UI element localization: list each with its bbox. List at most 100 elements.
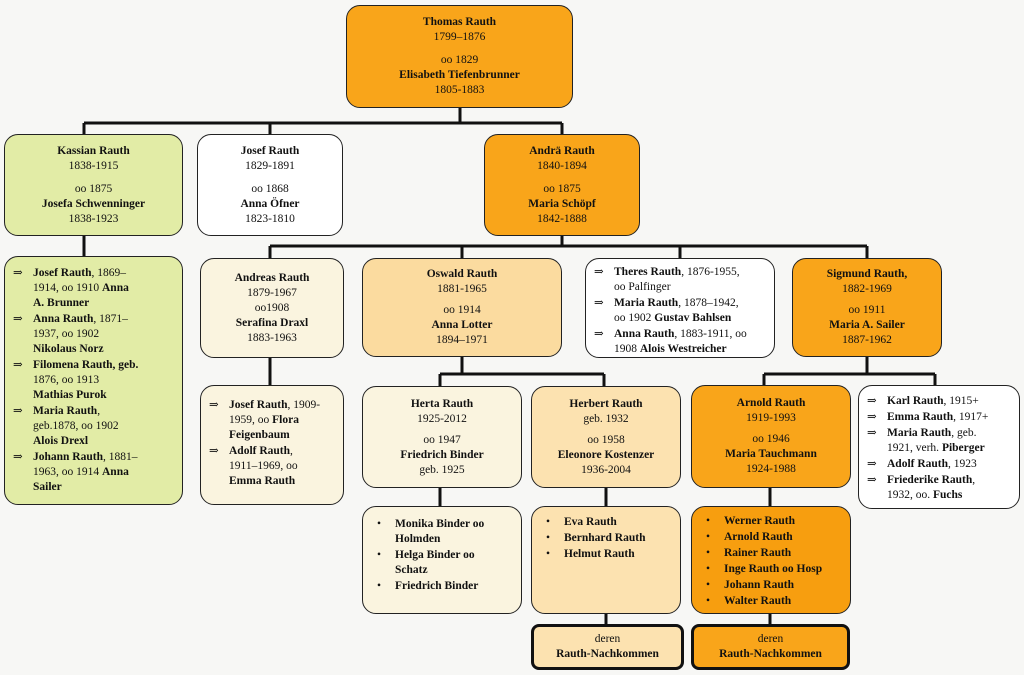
person-name: Andreas Rauth [234, 271, 310, 284]
spouse-name: Anna Lotter [431, 319, 493, 331]
list-item: ⇒Emma Rauth, 1917+ [867, 411, 989, 423]
andreas-rauth-box: Andreas Rauth 1879-1967 oo1908 Serafina … [200, 258, 344, 358]
person-name: Herta Rauth [410, 397, 474, 410]
arnold-rauth-box: Arnold Rauth 1919-1993 oo 1946 Maria Tau… [691, 385, 851, 488]
arrow-icon: ⇒ [594, 297, 604, 309]
arrow-icon: ⇒ [867, 474, 877, 486]
person-name: Josef Rauth [240, 144, 300, 157]
person-dates: 1829-1891 [245, 159, 295, 172]
person-name: Herbert Rauth [569, 397, 643, 410]
sigmund-rauth-box: Sigmund Rauth, 1882-1969 oo 1911 Maria A… [792, 258, 942, 357]
person-dates: 1882-1969 [842, 283, 892, 295]
arnold-descendants-box: deren Rauth-Nachkommen [691, 624, 850, 670]
bullet-icon: • [706, 531, 711, 543]
spouse-dates: 1887-1962 [842, 334, 892, 346]
children-list: ⇒Theres Rauth, 1876-1955,oo Palfinger ⇒M… [592, 265, 768, 357]
herbert-rauth-box: Herbert Rauth geb. 1932 oo 1958 Eleonore… [531, 386, 681, 488]
descendants-name: Rauth-Nachkommen [556, 648, 659, 660]
spouse-name: Josefa Schwenninger [41, 197, 146, 210]
list-item: •Johann Rauth [706, 579, 794, 591]
person-dates: 1838-1915 [68, 159, 119, 172]
spouse-dates: 1936-2004 [581, 463, 631, 476]
spouse-dates: 1924-1988 [746, 463, 796, 475]
person-name: Thomas Rauth [422, 16, 497, 28]
arrow-icon: ⇒ [13, 267, 23, 279]
bullet-icon: • [546, 516, 551, 528]
list-item: •Helmut Rauth [546, 548, 635, 560]
bullet-icon: • [706, 595, 711, 607]
list-item: ⇒Maria Rauth, 1878–1942,oo 1902 Gustav B… [594, 297, 739, 324]
spouse-name: Eleonore Kostenzer [557, 448, 655, 461]
person-dates: 1919-1993 [746, 412, 796, 424]
descendants-name: Rauth-Nachkommen [719, 648, 822, 660]
arrow-icon: ⇒ [209, 445, 219, 457]
person-name: Andrä Rauth [529, 144, 595, 157]
spouse-dates: 1823-1810 [245, 212, 295, 225]
marriage: oo 1958 [587, 433, 625, 446]
spouse-name: Elisabeth Tiefenbrunner [399, 69, 520, 81]
arrow-icon: ⇒ [209, 399, 219, 411]
person-name: Sigmund Rauth, [826, 268, 908, 280]
list-item: •Rainer Rauth [706, 547, 792, 559]
bullet-icon: • [706, 547, 711, 559]
list-item: •Arnold Rauth [706, 531, 793, 543]
bullet-icon: • [546, 532, 551, 544]
list-item: •Inge Rauth oo Hosp [706, 563, 823, 575]
sigmund-children-box: ⇒Karl Rauth, 1915+ ⇒Emma Rauth, 1917+ ⇒M… [858, 385, 1020, 509]
marriage: oo 1875 [543, 182, 581, 195]
person-dates: 1881-1965 [437, 283, 487, 295]
children-list: •Eva Rauth •Bernhard Rauth •Helmut Rauth [538, 515, 674, 562]
arrow-icon: ⇒ [867, 411, 877, 423]
person-name: Kassian Rauth [57, 144, 130, 157]
bullet-icon: • [706, 563, 711, 575]
spouse-name: Maria Schöpf [528, 197, 596, 210]
herta-rauth-box: Herta Rauth 1925-2012 oo 1947 Friedrich … [362, 386, 522, 488]
thomas-rauth-box: Thomas Rauth 1799–1876 oo 1829 Elisabeth… [346, 5, 573, 108]
spouse-dates: 1838-1923 [68, 212, 119, 225]
marriage: oo 1946 [752, 433, 790, 445]
person-dates: 1925-2012 [417, 412, 467, 425]
list-item: ⇒Maria Rauth, geb.1921, verh. Piberger [867, 427, 985, 454]
list-item: •Werner Rauth [706, 515, 796, 527]
list-item: ⇒Karl Rauth, 1915+ [867, 395, 979, 407]
marriage: oo 1868 [251, 182, 289, 195]
marriage: oo1908 [254, 301, 290, 314]
arnold-children-box: •Werner Rauth •Arnold Rauth •Rainer Raut… [691, 506, 851, 614]
bullet-icon: • [377, 549, 382, 561]
person-name: Oswald Rauth [426, 268, 498, 280]
bullet-icon: • [546, 548, 551, 560]
list-item: •Walter Rauth [706, 595, 792, 607]
andrae-rauth-box: Andrä Rauth 1840-1894 oo 1875 Maria Schö… [484, 134, 640, 236]
arrow-icon: ⇒ [594, 266, 604, 278]
spouse-name: Maria Tauchmann [725, 448, 817, 460]
bullet-icon: • [706, 515, 711, 527]
spouse-name: Friedrich Binder [400, 448, 484, 461]
bullet-icon: • [377, 580, 382, 592]
arrow-icon: ⇒ [867, 427, 877, 439]
arrow-icon: ⇒ [13, 451, 23, 463]
spouse-dates: 1883-1963 [247, 331, 297, 344]
bullet-icon: • [377, 518, 382, 530]
list-item: ⇒Friederike Rauth,1932, oo. Fuchs [867, 474, 976, 501]
list-item: ⇒Theres Rauth, 1876-1955,oo Palfinger [594, 266, 740, 293]
marriage: oo 1947 [423, 433, 461, 446]
arrow-icon: ⇒ [13, 313, 23, 325]
spouse-name: Maria A. Sailer [829, 319, 905, 331]
spouse-dates: 1894–1971 [436, 334, 488, 346]
list-item: ⇒Adolf Rauth, 1923 [867, 458, 977, 470]
